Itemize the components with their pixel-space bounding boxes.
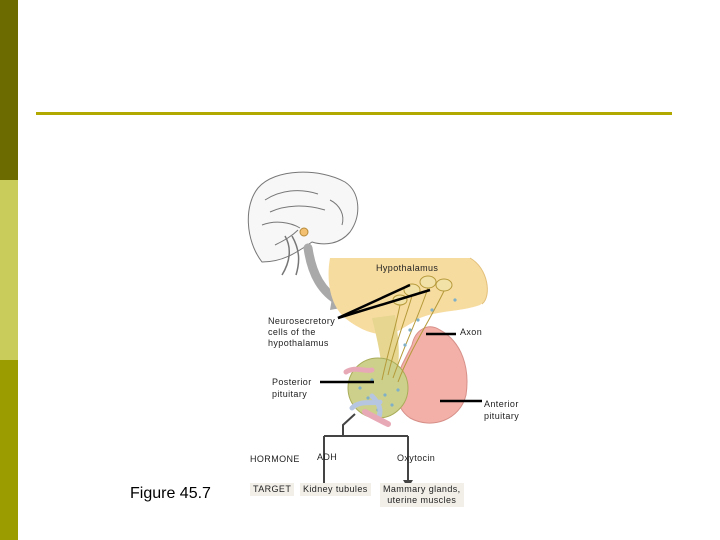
label-target: TARGET xyxy=(250,483,295,496)
label-kidney-tubules: Kidney tubules xyxy=(300,483,371,496)
hormone-dots xyxy=(358,298,457,412)
label-hypothalamus: Hypothalamus xyxy=(376,263,439,273)
pituitary-stalk xyxy=(372,315,399,370)
label-mammary-line1: Mammary glands, xyxy=(383,484,461,494)
blood-vessels xyxy=(343,366,391,427)
axons xyxy=(381,287,445,383)
label-mammary-line2: uterine muscles xyxy=(387,495,457,505)
figure-caption: Figure 45.7 xyxy=(130,485,211,502)
label-neurosecretory-line2: cells of the xyxy=(268,327,316,337)
title-divider xyxy=(36,112,672,115)
left-stripe-middle xyxy=(0,180,18,360)
brain-sketch xyxy=(247,171,359,276)
label-hormone: HORMONE xyxy=(250,454,300,464)
left-stripe-bottom xyxy=(0,360,18,540)
label-adh: ADH xyxy=(317,452,338,462)
label-oxytocin: Oxytocin xyxy=(397,453,436,463)
label-posterior-line2: pituitary xyxy=(272,389,308,399)
label-neurosecretory-line3: hypothalamus xyxy=(268,338,329,348)
label-mammary-uterine: Mammary glands, uterine muscles xyxy=(380,483,464,507)
label-neurosecretory-line1: Neurosecretory xyxy=(268,316,336,326)
leader-lines xyxy=(320,283,482,403)
brain-tissue-edge xyxy=(469,257,488,305)
label-anterior-line2: pituitary xyxy=(484,411,520,421)
label-axon: Axon xyxy=(460,327,483,337)
left-stripe-top xyxy=(0,0,18,180)
branch-arrows xyxy=(323,413,409,492)
label-posterior-line1: Posterior xyxy=(272,377,312,387)
label-anterior-line1: Anterior xyxy=(484,399,519,409)
